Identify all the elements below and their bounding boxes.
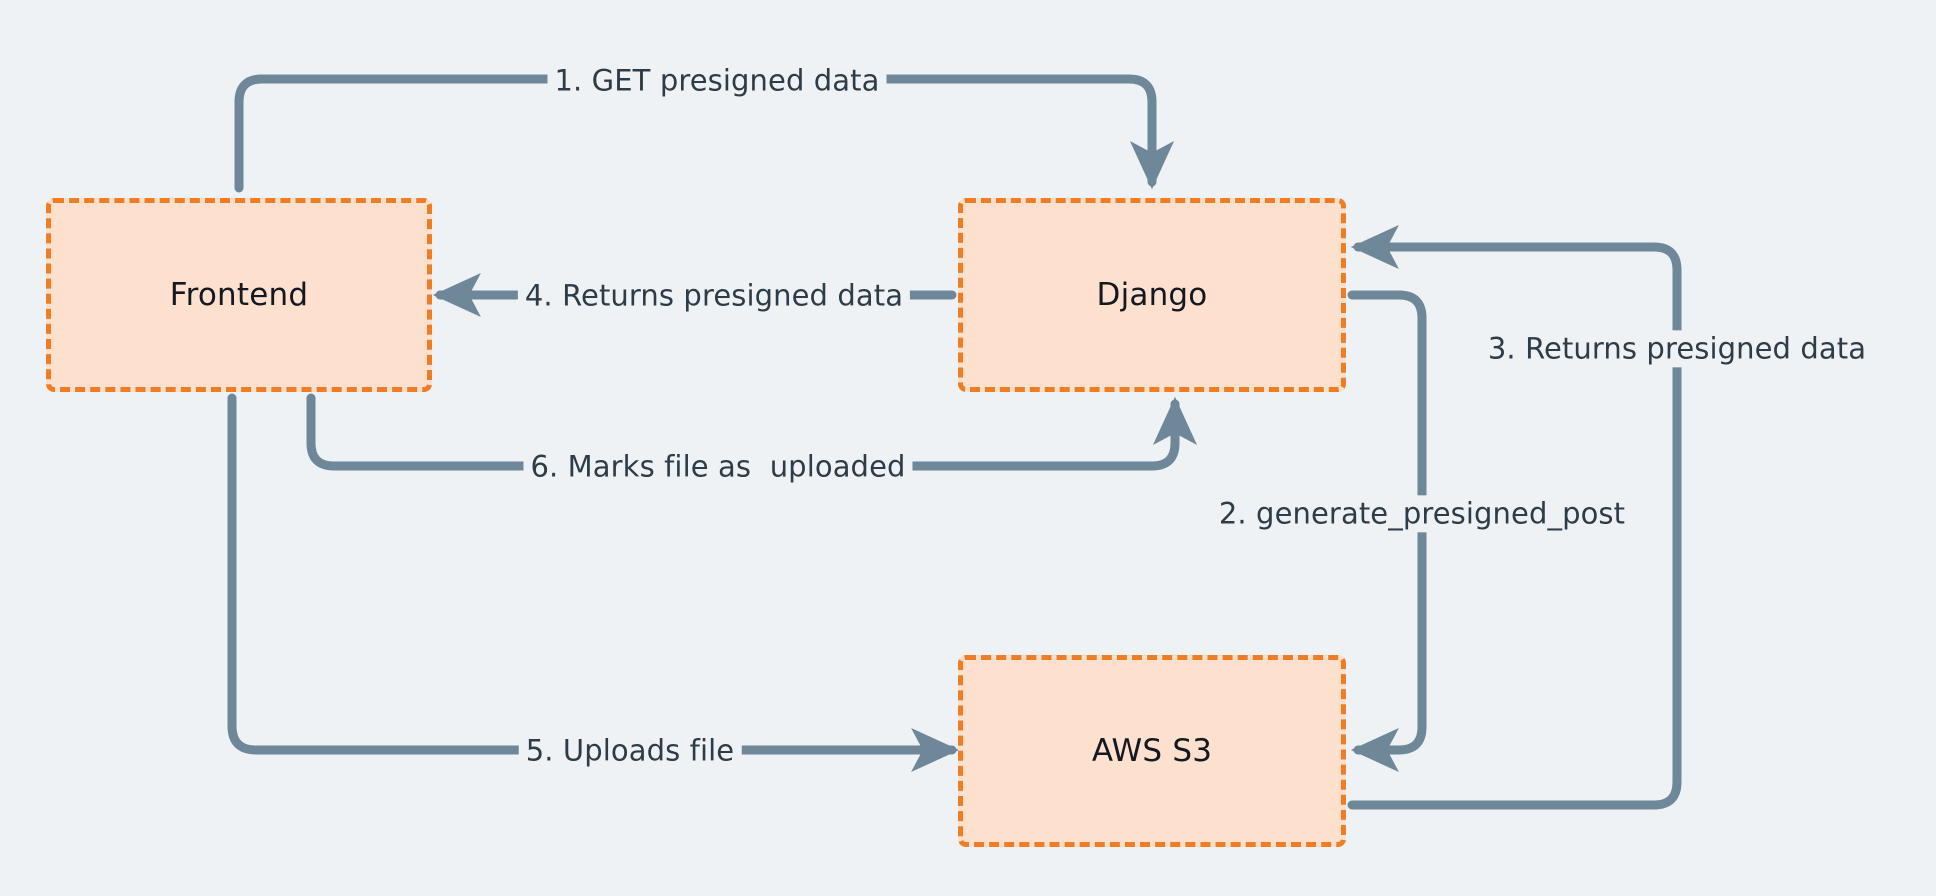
node-aws-s3-label: AWS S3 [1091,733,1213,769]
node-django[interactable]: Django [958,198,1346,392]
node-frontend-label: Frontend [169,277,309,313]
node-frontend[interactable]: Frontend [46,198,432,392]
edge-label-2: 2. generate_presigned_post [1211,495,1633,533]
edge-path-5 [227,393,960,773]
edge-label-1: 1. GET presigned data [547,62,887,100]
edge-label-3: 3. Returns presigned data [1480,330,1874,368]
node-aws-s3[interactable]: AWS S3 [958,655,1346,847]
node-django-label: Django [1096,277,1208,313]
edge-label-6: 6. Marks file as uploaded [523,448,913,486]
edge-label-4: 4. Returns presigned data [517,277,911,315]
edge-path-3 [1347,224,1682,810]
edge-label-5: 5. Uploads file [518,732,742,770]
